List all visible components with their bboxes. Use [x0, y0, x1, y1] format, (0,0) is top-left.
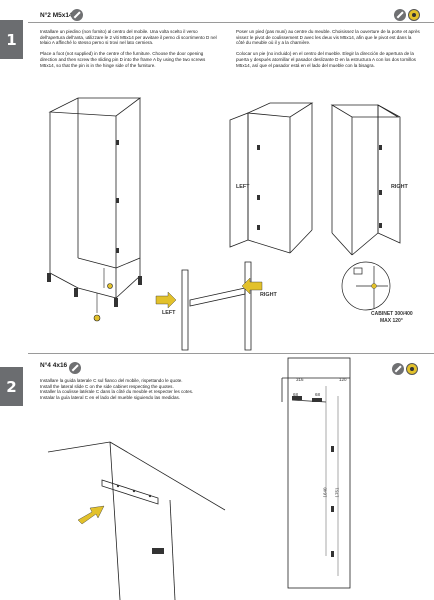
step-number: 1	[6, 30, 17, 49]
slide-install-illustration	[47, 441, 226, 600]
dimension-d2: 68	[315, 392, 321, 397]
hinge-detail-illustration	[341, 261, 391, 311]
rail-detail-illustration	[155, 261, 263, 351]
step-number-badge: 1	[0, 20, 23, 59]
cabinet-size-label: CABINET 300/400	[371, 311, 413, 317]
screwdriver-icon	[394, 9, 406, 21]
section-divider	[28, 22, 434, 23]
dimension-drawing	[281, 357, 351, 589]
dimension-width-top: 316	[296, 377, 304, 382]
step-number-badge: 2	[0, 367, 23, 406]
instruction-text: Installare la guida laterale C sul fianc…	[40, 378, 194, 400]
screwdriver-icon	[69, 362, 81, 374]
drill-icon	[408, 9, 420, 21]
dimension-side: 1751	[334, 487, 340, 498]
instruction-text-left: Installare un piedino (non fornito) al c…	[40, 29, 217, 68]
screwdriver-icon	[392, 363, 404, 375]
left-label: LEFT	[236, 184, 250, 190]
instruction-text-right: Poser un pied (pas muni) au centre du me…	[236, 29, 420, 68]
dimension-height: 1640	[322, 487, 328, 498]
dimension-gap-top: 120	[339, 377, 347, 382]
part-label: N°4 4x16	[40, 362, 68, 369]
cabinet-illustration	[47, 97, 142, 322]
dimension-d1: 68	[293, 392, 299, 397]
right-label: RIGHT	[391, 184, 408, 190]
part-label: N°2 M5x14	[40, 12, 73, 19]
open-cabinets-illustration	[229, 102, 401, 256]
section-divider	[28, 353, 434, 354]
screwdriver-icon	[71, 9, 83, 21]
step-number: 2	[6, 377, 17, 396]
max-angle-label: MAX 120°	[380, 318, 403, 324]
left-small-label: LEFT	[162, 310, 176, 316]
drill-icon	[406, 363, 418, 375]
right-small-label: RIGHT	[260, 292, 277, 298]
